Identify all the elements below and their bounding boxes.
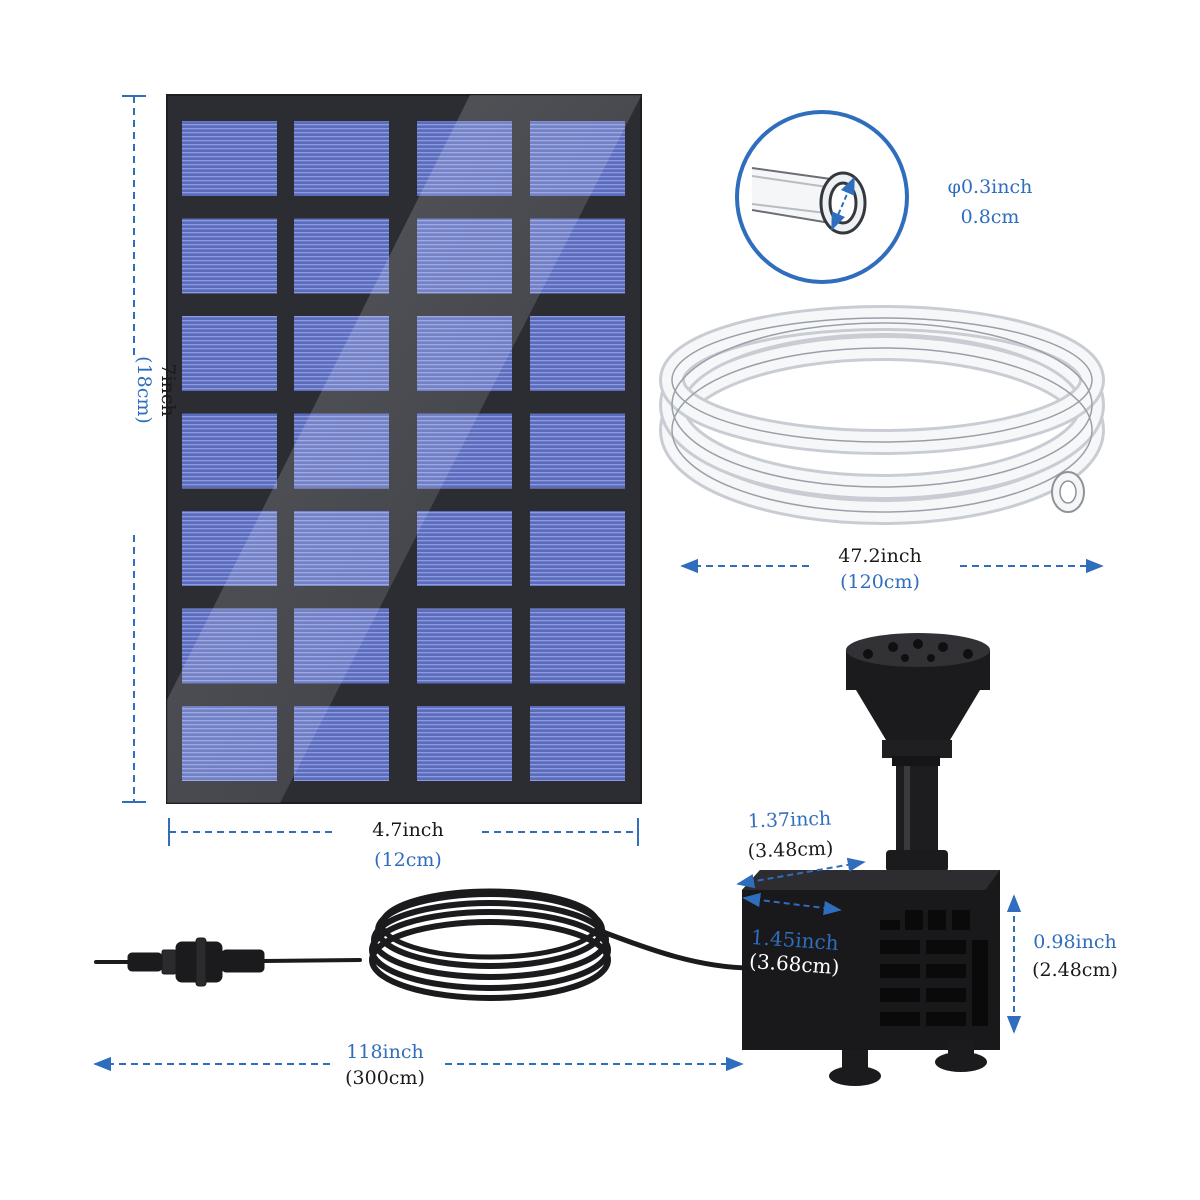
pump-depth-imperial: 1.37inch <box>747 807 832 833</box>
tube-length-label: 47.2inch (120cm) <box>815 544 945 594</box>
coiled-tube <box>659 305 1105 525</box>
cable-length-metric: (300cm) <box>345 1067 425 1089</box>
pump-width-dimension <box>742 892 842 916</box>
pump-depth-label: 1.37inch (3.48cm) <box>719 806 861 865</box>
pump-height-label: 0.98inch (2.48cm) <box>1020 930 1130 982</box>
suction-cups <box>829 1040 987 1086</box>
panel-height-metric: (18cm) <box>133 356 155 424</box>
panel-width-label: 4.7inch (12cm) <box>340 818 476 872</box>
pump-depth-metric: (3.48cm) <box>747 837 834 863</box>
solar-cell <box>294 121 389 196</box>
tube-length-imperial: 47.2inch <box>838 545 922 567</box>
solar-cell <box>182 413 277 489</box>
solar-cell <box>182 316 277 391</box>
panel-glare <box>167 95 641 803</box>
solar-cell <box>182 218 277 294</box>
solar-cell <box>417 511 512 586</box>
solar-cell <box>530 608 625 684</box>
panel-width-imperial: 4.7inch <box>372 819 444 841</box>
cable-length-label: 118inch (300cm) <box>325 1040 445 1090</box>
pump-height-metric: (2.48cm) <box>1032 959 1118 981</box>
panel-height-label: 7inch (18cm) <box>120 320 180 460</box>
panel-width-metric: (12cm) <box>374 849 442 871</box>
solar-cell <box>294 218 389 294</box>
solar-cell <box>417 608 512 684</box>
fountain-nozzle <box>846 633 990 872</box>
tube-diameter-label: φ0.3inch 0.8cm <box>935 175 1045 229</box>
panel-height-dimension <box>122 95 146 803</box>
solar-cell <box>530 316 625 391</box>
tube-length-metric: (120cm) <box>840 571 920 593</box>
panel-width-dimension <box>168 818 639 846</box>
solar-cell <box>530 511 625 586</box>
pump-width-label: 1.45inch (3.68cm) <box>748 925 841 979</box>
solar-cell <box>417 706 512 781</box>
power-cable <box>94 888 755 1001</box>
tube-diameter-metric: 0.8cm <box>960 206 1020 228</box>
panel-height-imperial: 7inch <box>157 363 179 417</box>
solar-cell <box>182 121 277 196</box>
pump-depth-dimension <box>736 857 866 889</box>
solar-panel <box>166 94 642 804</box>
cable-length-imperial: 118inch <box>346 1041 424 1063</box>
tube-detail-circle <box>735 110 909 284</box>
solar-cell <box>530 706 625 781</box>
pump-height-imperial: 0.98inch <box>1033 931 1117 953</box>
pump-grille <box>880 910 988 1026</box>
tube-diameter-imperial: φ0.3inch <box>947 176 1033 198</box>
solar-cell <box>530 413 625 489</box>
